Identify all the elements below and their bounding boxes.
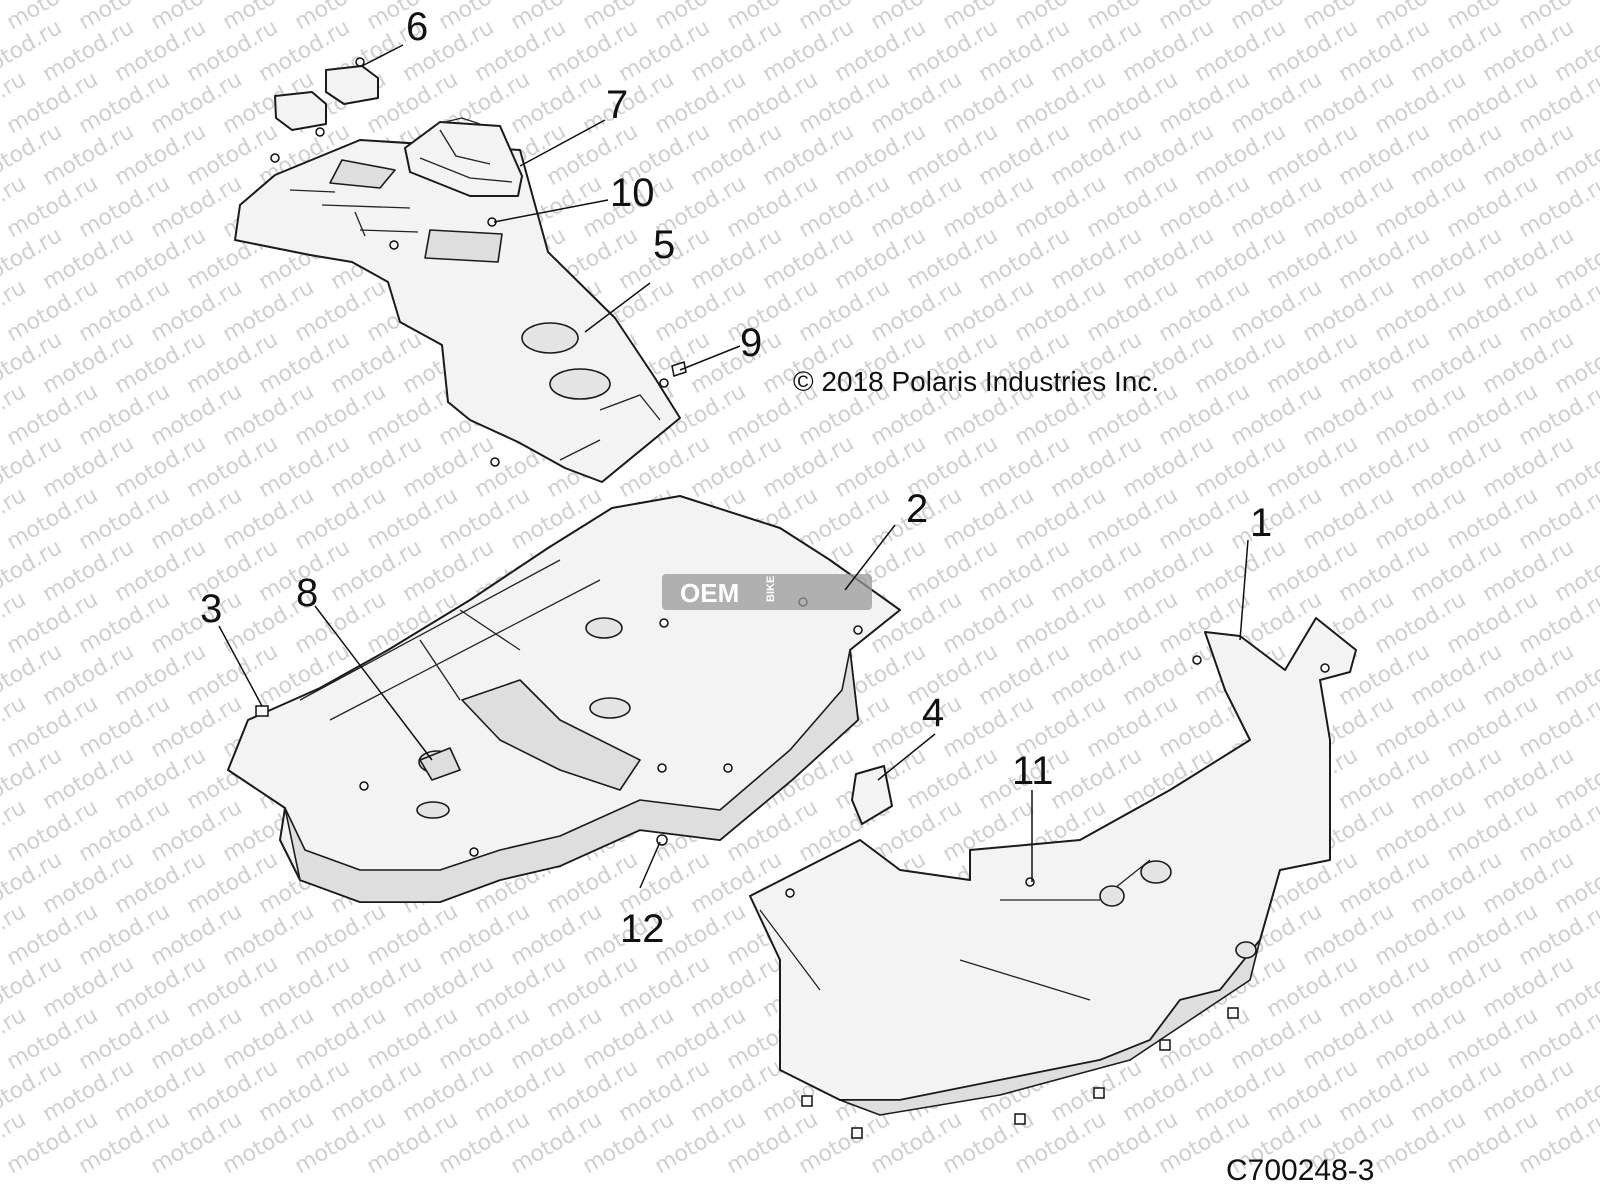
callout-10: 10 bbox=[610, 171, 655, 215]
callout-4: 4 bbox=[922, 691, 944, 735]
part-7-shift-boot bbox=[404, 117, 523, 197]
callout-7: 7 bbox=[606, 83, 628, 127]
oem-badge-text: OEM bbox=[680, 578, 739, 608]
part-12-rivet bbox=[656, 834, 668, 846]
part-8-grommet bbox=[419, 747, 461, 781]
callout-labels: 1 2 3 4 5 6 7 8 9 10 11 12 bbox=[200, 5, 1272, 951]
part-5-console-panel bbox=[234, 139, 681, 483]
callout-6: 6 bbox=[406, 5, 428, 49]
part-3-nut bbox=[255, 705, 269, 717]
part-1-firewall-panel bbox=[749, 617, 1357, 1139]
part-9-clip bbox=[671, 361, 687, 377]
callout-5: 5 bbox=[653, 223, 675, 267]
callout-2: 2 bbox=[906, 487, 928, 531]
callout-9: 9 bbox=[740, 321, 762, 365]
leader-lines bbox=[218, 44, 1249, 889]
part-6-caps bbox=[274, 57, 379, 137]
callout-1: 1 bbox=[1250, 501, 1272, 545]
copyright-notice: © 2018 Polaris Industries Inc. bbox=[793, 366, 1159, 397]
callout-8: 8 bbox=[296, 571, 318, 615]
callout-3: 3 bbox=[200, 587, 222, 631]
oem-watermark-badge: OEM BIKE bbox=[662, 574, 872, 610]
callout-11: 11 bbox=[1012, 749, 1054, 793]
callout-12: 12 bbox=[620, 907, 665, 951]
part-4-bracket bbox=[851, 765, 893, 825]
oem-badge-small-text: BIKE bbox=[765, 576, 777, 602]
figure-code: C700248-3 bbox=[1226, 1154, 1374, 1187]
